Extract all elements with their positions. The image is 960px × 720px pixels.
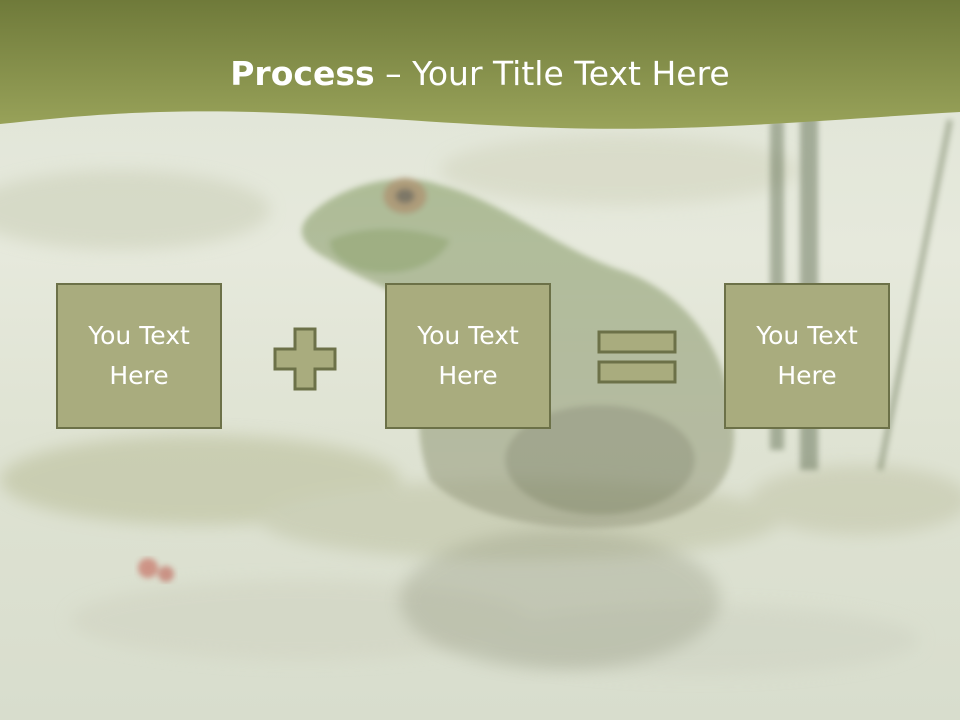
process-box-3[interactable]: You Text Here <box>724 283 890 429</box>
process-box-2[interactable]: You Text Here <box>385 283 551 429</box>
title-banner <box>0 0 960 129</box>
slide-title-bold: Process <box>230 54 375 93</box>
slide-title-rest: – Your Title Text Here <box>374 54 730 93</box>
process-box-1-label: You Text Here <box>88 321 190 390</box>
equals-icon <box>597 330 677 384</box>
plus-icon <box>273 327 337 391</box>
process-box-3-label: You Text Here <box>756 321 858 390</box>
process-box-1[interactable]: You Text Here <box>56 283 222 429</box>
slide-title[interactable]: Process – Your Title Text Here <box>0 50 960 98</box>
process-box-2-label: You Text Here <box>417 321 519 390</box>
